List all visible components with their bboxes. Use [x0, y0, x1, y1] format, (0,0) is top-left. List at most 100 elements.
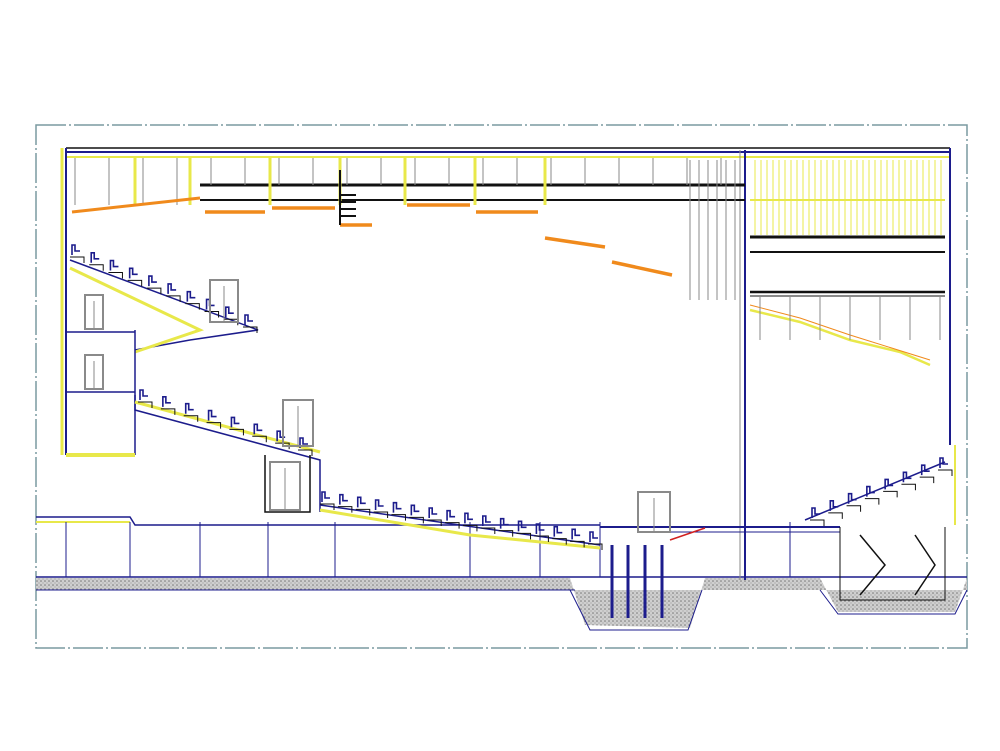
riser: [391, 514, 406, 521]
riser: [108, 272, 123, 279]
seat: [148, 275, 157, 287]
balcony-soffit: [69, 266, 204, 354]
riser: [588, 543, 603, 550]
seat: [186, 290, 196, 302]
seat: [811, 507, 820, 518]
riser: [160, 408, 176, 415]
riser: [534, 535, 549, 542]
riser: [138, 401, 153, 408]
seat: [902, 471, 912, 483]
riser: [320, 503, 335, 510]
riser: [883, 490, 898, 498]
riser: [409, 516, 424, 524]
seat: [939, 457, 948, 468]
riser: [355, 508, 371, 516]
riser: [166, 295, 181, 302]
lower-balcony: [134, 395, 321, 512]
seat: [847, 492, 857, 504]
ceiling-panel: [544, 236, 606, 249]
seat: [167, 283, 177, 294]
seat: [276, 430, 286, 442]
riser: [570, 540, 585, 548]
riser: [373, 511, 389, 518]
seat: [866, 485, 875, 497]
stage-edge: [669, 527, 706, 541]
seat: [410, 504, 420, 516]
riser: [480, 527, 496, 534]
riser: [146, 287, 162, 295]
ground-layer: [36, 545, 968, 631]
ceiling-reflector: [749, 308, 931, 367]
riser: [70, 256, 85, 263]
seat: [299, 437, 308, 448]
seat: [829, 500, 839, 511]
seat: [374, 499, 384, 510]
seat: [589, 531, 598, 542]
riser: [864, 498, 880, 505]
seat: [139, 389, 148, 400]
riser: [552, 538, 567, 545]
seat: [517, 520, 527, 532]
ground-hatch: [36, 578, 967, 628]
seat: [535, 523, 545, 534]
scissor-right: [914, 534, 936, 596]
seat: [128, 267, 138, 279]
riser: [89, 264, 104, 271]
ceiling-panel: [611, 260, 673, 277]
drawing-frame: [35, 124, 968, 649]
riser: [810, 519, 825, 526]
riser: [337, 506, 353, 513]
scissor-lift: [839, 527, 946, 601]
seat: [392, 501, 402, 513]
doors: [84, 279, 671, 533]
seat: [71, 244, 80, 255]
seat: [446, 509, 456, 521]
riser: [229, 428, 244, 436]
riser: [243, 326, 258, 333]
riser: [462, 524, 478, 532]
basement-ceiling: [36, 516, 600, 526]
seat: [356, 496, 366, 508]
seat: [920, 464, 930, 476]
riser: [252, 435, 267, 443]
upper-balcony: [69, 259, 259, 351]
seat: [464, 512, 473, 524]
riser: [901, 483, 916, 491]
seat: [184, 402, 194, 414]
scissor-left: [859, 534, 886, 596]
riser: [206, 422, 222, 429]
lower-balcony-finish: [134, 400, 321, 454]
seat: [321, 491, 330, 502]
seat: [884, 478, 894, 490]
ceiling-reflector-edge: [749, 304, 931, 361]
stalls-finish: [319, 508, 601, 550]
riser: [919, 476, 935, 484]
riser: [828, 512, 843, 519]
seat: [339, 493, 348, 505]
orchestra-pit-outline: [569, 589, 703, 631]
riser: [298, 449, 313, 456]
riser: [516, 532, 532, 540]
ceiling-panel: [71, 196, 201, 214]
seat: [90, 251, 100, 263]
seat: [499, 517, 509, 529]
seating-rows: [70, 244, 953, 550]
seat: [224, 306, 234, 318]
ceiling-rigging: [71, 158, 945, 340]
seat: [162, 396, 171, 407]
seat: [109, 259, 119, 271]
riser: [127, 279, 143, 287]
riser: [275, 442, 290, 450]
riser: [846, 505, 862, 512]
seat: [244, 314, 253, 325]
riser: [183, 415, 199, 422]
seat: [481, 515, 491, 526]
riser: [185, 303, 200, 310]
riser: [427, 519, 442, 526]
seat: [230, 416, 240, 428]
seat: [428, 507, 438, 518]
seat: [571, 528, 581, 540]
riser: [445, 522, 460, 529]
seat: [207, 409, 217, 421]
